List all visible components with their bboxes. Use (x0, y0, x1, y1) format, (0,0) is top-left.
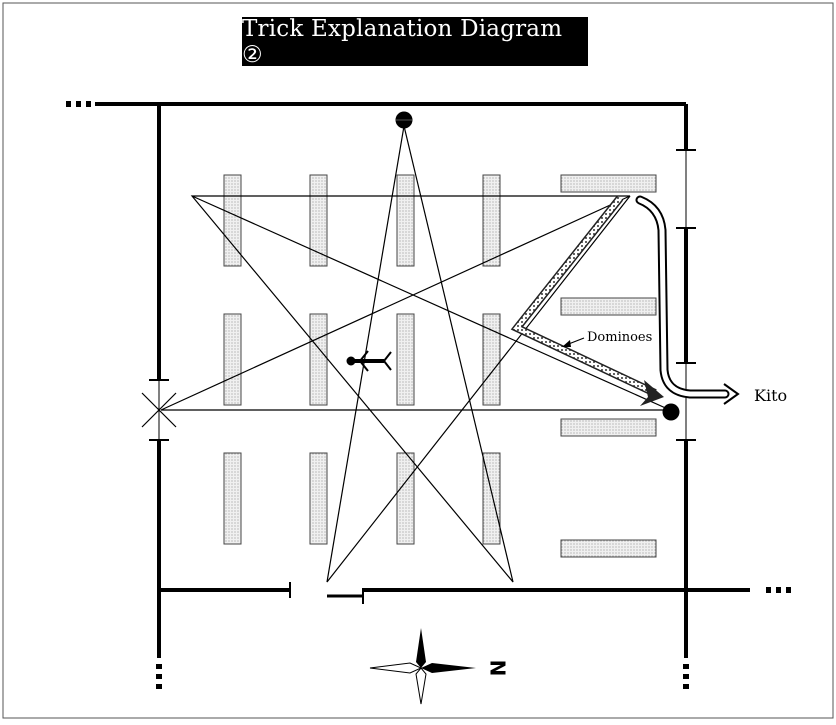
pillar (396, 313, 415, 406)
pillar-horizontal (560, 174, 657, 193)
x-mark (141, 392, 177, 428)
pillar (223, 174, 242, 267)
pillar (223, 313, 242, 406)
pillar (223, 452, 242, 545)
pillar (309, 452, 328, 545)
diagram-title: Trick Explanation Diagram ② (242, 16, 588, 68)
kito-label: Kito (754, 386, 788, 405)
pillar-horizontal (560, 297, 657, 316)
dominoes-chain (510, 195, 664, 406)
sight-line-path (326, 125, 631, 583)
pillar (396, 452, 415, 545)
pillar (482, 174, 501, 267)
pillar (396, 174, 415, 267)
kito-route-arrow (635, 195, 740, 405)
dominoes-leader (562, 337, 585, 347)
person-icon (346, 350, 392, 372)
pillars (223, 174, 657, 558)
pillar (309, 174, 328, 267)
dominoes-arrowhead (640, 380, 664, 406)
door-ticks (149, 149, 696, 604)
dominoes-label: Dominoes (587, 330, 653, 345)
arrow-icon (723, 383, 740, 405)
pillar (482, 313, 501, 406)
marker-dot-right (662, 403, 680, 421)
pillar-horizontal (560, 539, 657, 558)
pillar-horizontal (560, 418, 657, 437)
compass-n: N (486, 660, 510, 677)
compass-icon: N (369, 628, 510, 705)
pillar (309, 313, 328, 406)
room-walls (95, 102, 750, 658)
continuation-dots (66, 101, 791, 689)
